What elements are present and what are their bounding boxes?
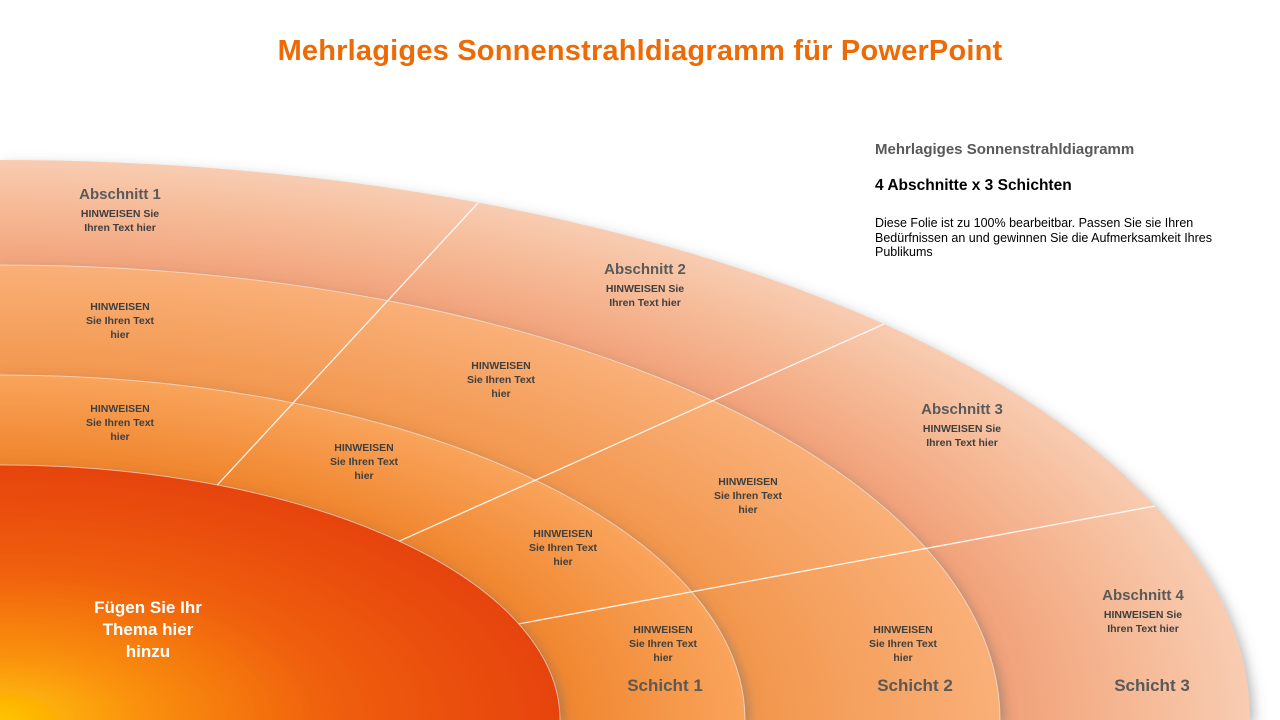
ring-boundary-arc bbox=[0, 374, 746, 720]
section-4-title: Abschnitt 4 bbox=[1102, 587, 1184, 604]
section-3-layer-1-hint: HINWEISEN Sie Ihren Text hier bbox=[528, 528, 598, 568]
section-4-layer-2-hint: HINWEISEN Sie Ihren Text hier bbox=[868, 624, 938, 664]
section-1-layer-1-hint: HINWEISEN Sie Ihren Text hier bbox=[85, 403, 155, 443]
section-4-header: Abschnitt 4 HINWEISEN Sie Ihren Text hie… bbox=[1096, 587, 1190, 637]
core-topic-label: Fügen Sie Ihr Thema hier hinzu bbox=[94, 598, 202, 662]
section-2-header: Abschnitt 2 HINWEISEN Sie Ihren Text hie… bbox=[598, 261, 692, 311]
info-heading: Mehrlagiges Sonnenstrahldiagramm bbox=[875, 141, 1135, 158]
info-description: Diese Folie ist zu 100% bearbeitbar. Pas… bbox=[875, 216, 1212, 260]
section-1-layer-3-hint: HINWEISEN Sie Ihren Text hier bbox=[80, 208, 160, 234]
section-3-title: Abschnitt 3 bbox=[921, 401, 1003, 418]
layer-1-label: Schicht 1 bbox=[627, 676, 703, 695]
section-3-layer-2-hint: HINWEISEN Sie Ihren Text hier bbox=[713, 476, 783, 516]
section-1-header: Abschnitt 1 HINWEISEN Sie Ihren Text hie… bbox=[73, 186, 167, 236]
core-quarter bbox=[0, 465, 560, 720]
ring-boundary-arc bbox=[0, 264, 1001, 720]
section-3-layer-3-hint: HINWEISEN Sie Ihren Text hier bbox=[922, 423, 1002, 449]
layer-3-ring bbox=[0, 160, 1250, 720]
ring-boundary-arc bbox=[0, 464, 561, 720]
section-2-layer-1-hint: HINWEISEN Sie Ihren Text hier bbox=[329, 442, 399, 482]
section-1-title: Abschnitt 1 bbox=[79, 186, 161, 203]
layer-1-ring bbox=[0, 375, 745, 720]
info-subheading: 4 Abschnitte x 3 Schichten bbox=[875, 177, 1072, 194]
slide-title: Mehrlagiges Sonnenstrahldiagramm für Pow… bbox=[277, 35, 1003, 67]
info-panel: Mehrlagiges Sonnenstrahldiagramm 4 Absch… bbox=[875, 141, 1245, 260]
layer-2-label: Schicht 2 bbox=[877, 676, 953, 695]
section-3-header: Abschnitt 3 HINWEISEN Sie Ihren Text hie… bbox=[915, 401, 1009, 451]
section-4-layer-3-hint: HINWEISEN Sie Ihren Text hier bbox=[1103, 609, 1183, 635]
section-4-layer-1-hint: HINWEISEN Sie Ihren Text hier bbox=[628, 624, 698, 664]
layer-3-label: Schicht 3 bbox=[1114, 676, 1190, 695]
layer-2-ring bbox=[0, 265, 1000, 720]
section-2-layer-3-hint: HINWEISEN Sie Ihren Text hier bbox=[605, 283, 685, 309]
section-2-layer-2-hint: HINWEISEN Sie Ihren Text hier bbox=[466, 360, 536, 400]
section-1-layer-2-hint: HINWEISEN Sie Ihren Text hier bbox=[85, 301, 155, 341]
section-2-title: Abschnitt 2 bbox=[604, 261, 686, 278]
